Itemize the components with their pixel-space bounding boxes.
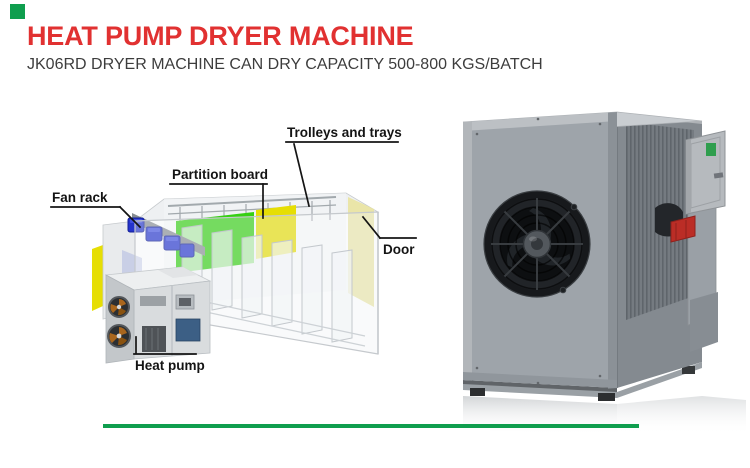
- valve-red: [670, 215, 696, 243]
- diagram-labels: Fan rack Partition board Trolleys and tr…: [50, 125, 417, 373]
- dryer-chamber-diagram: Fan rack Partition board Trolleys and tr…: [50, 125, 417, 373]
- heat-pump-fan-bottom: [107, 324, 131, 348]
- refrigerant-piping: [655, 203, 696, 243]
- heat-pump-unit: [104, 266, 212, 364]
- svg-text:Fan rack: Fan rack: [52, 190, 108, 205]
- panel-screws: [475, 117, 602, 385]
- page-subtitle: JK06RD DRYER MACHINE CAN DRY CAPACITY 50…: [27, 56, 543, 73]
- bottom-divider-line: [103, 424, 639, 428]
- label-fan-rack: Fan rack: [50, 190, 142, 229]
- machine-base: [463, 362, 702, 401]
- fan-rack-assembly: [127, 213, 205, 258]
- door-panel: [348, 197, 374, 307]
- axial-fan: [483, 190, 591, 298]
- box-handle: [713, 172, 724, 179]
- heat-pump-machine-photo: [462, 111, 746, 435]
- svg-text:Heat pump: Heat pump: [135, 358, 205, 373]
- heat-pump-fan-top: [108, 296, 130, 318]
- brand-accent-square: [10, 4, 25, 19]
- floor-reflection: [463, 396, 746, 435]
- label-trolleys-and-trays: Trolleys and trays: [285, 125, 402, 208]
- svg-text:Partition board: Partition board: [172, 167, 268, 182]
- control-box-label: [706, 143, 716, 156]
- svg-text:Trolleys and trays: Trolleys and trays: [287, 125, 402, 140]
- cabinet-side: [616, 112, 702, 388]
- page-title: HEAT PUMP DRYER MACHINE: [27, 21, 414, 51]
- label-heat-pump: Heat pump: [133, 336, 205, 373]
- label-partition-board: Partition board: [169, 167, 268, 219]
- svg-text:Door: Door: [383, 242, 415, 257]
- label-door: Door: [361, 215, 417, 257]
- control-box: [685, 130, 726, 215]
